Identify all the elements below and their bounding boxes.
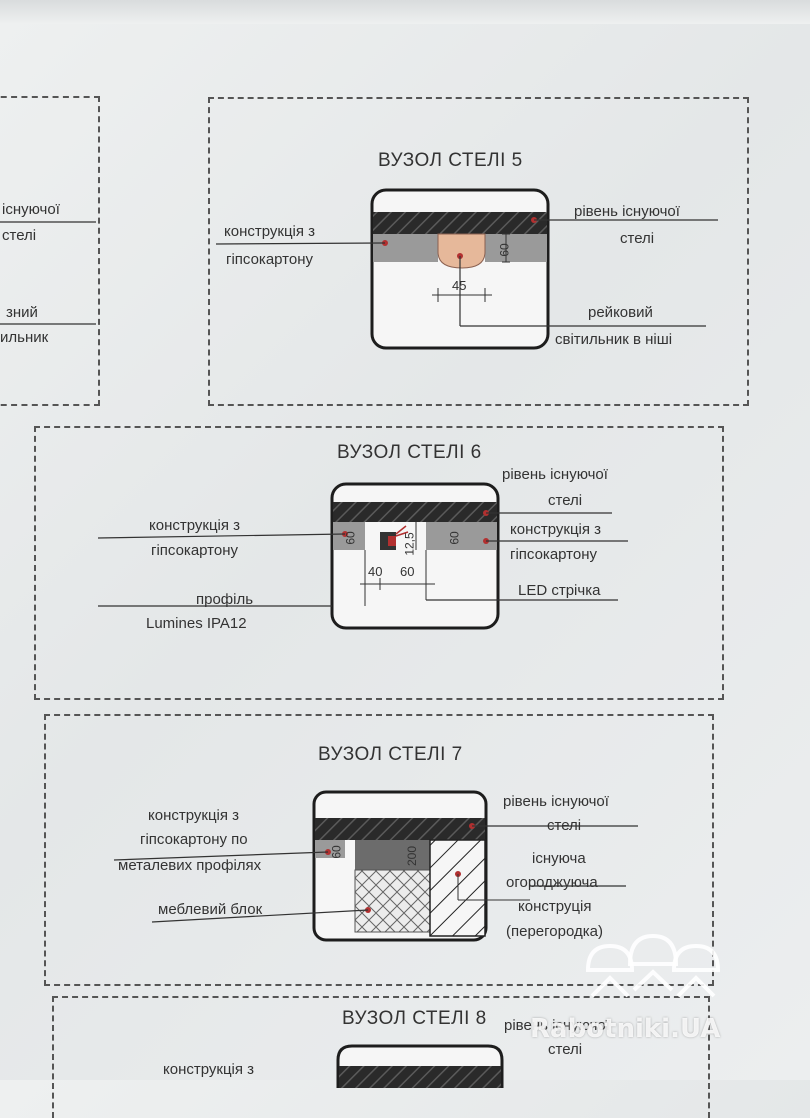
- node7-furniture: [354, 869, 431, 933]
- node6-gypsum-left: [333, 522, 365, 550]
- node7-title: ВУЗОЛ СТЕЛІ 7: [318, 744, 463, 765]
- node7-dim-200: 200: [405, 845, 420, 867]
- node8-label-left-1: конструкція з: [163, 1061, 255, 1078]
- node7-label-left-3: металевих профілях: [118, 857, 262, 874]
- node6-dim-125: 12,5: [402, 532, 417, 556]
- node7-label-furniture: меблевий блок: [158, 901, 263, 918]
- left-fragment-label-top-2: стелі: [2, 227, 37, 244]
- node5-slab: [373, 212, 547, 234]
- node6-title: ВУЗОЛ СТЕЛІ 6: [337, 442, 482, 463]
- node7-label-wall-1: існуюча: [532, 850, 586, 867]
- node7-gypsum-small: [315, 840, 345, 858]
- node7-label-wall-3: конструція: [518, 898, 592, 915]
- node5-label-left-1: конструкція з: [224, 223, 316, 240]
- node8-detail-drawing: [336, 1044, 504, 1088]
- left-fragment-label-bot-2: ильник: [0, 329, 49, 346]
- node7-slab: [315, 818, 485, 840]
- node5-label-right-2: стелі: [620, 230, 655, 247]
- page-top-edge: [0, 0, 810, 24]
- node5-fixture: [437, 233, 486, 269]
- node6-led-strip: [388, 536, 396, 546]
- node7-label-left-2: гіпсокартону по: [140, 831, 248, 848]
- node6-dim-right-60: 60: [447, 531, 462, 545]
- node6-label-led: LED стрічка: [518, 582, 601, 599]
- left-fragment-label-bot-1: зний: [6, 304, 38, 321]
- node5-dim-height: 60: [497, 243, 512, 257]
- node6-label-profile-1: профіль: [196, 591, 254, 608]
- node6-label-right-top-2: стелі: [548, 492, 583, 509]
- node6-label-profile-2: Lumines IPA12: [146, 615, 247, 632]
- node6-frame: [34, 426, 724, 700]
- three-workers-helmet-icon: [585, 933, 721, 998]
- node6-label-left-2: гіпсокартону: [151, 542, 239, 559]
- node6-dim-left-60: 60: [343, 531, 358, 545]
- node6-gypsum-right: [426, 522, 497, 550]
- node5-gypsum-left: [373, 234, 438, 262]
- node5-label-right-1: рівень існуючої: [574, 203, 680, 220]
- watermark-text: Rabotniki.UA: [530, 1014, 721, 1044]
- node8-label-right-1: рівень існуючої: [504, 1017, 610, 1034]
- node7-dim-60: 60: [329, 845, 344, 859]
- node8-label-right-2: стелі: [548, 1041, 583, 1058]
- node8-title: ВУЗОЛ СТЕЛІ 8: [342, 1008, 487, 1029]
- node7-detail-drawing: [113, 790, 638, 942]
- node5-label-bottom-1: рейковий: [588, 304, 653, 321]
- node5-title: ВУЗОЛ СТЕЛІ 5: [378, 150, 523, 171]
- node5-dim-width: 45: [452, 278, 467, 293]
- node5-label-bottom-2: світильник в ніші: [555, 331, 673, 348]
- node5-label-left-2: гіпсокартону: [226, 251, 314, 268]
- node6-light-rays: [395, 525, 409, 537]
- left-fragment-leader-lines: [0, 221, 96, 325]
- node7-label-right-2: стелі: [547, 817, 582, 834]
- node6-dim-40: 40: [368, 564, 383, 579]
- node6-slab: [333, 502, 497, 522]
- node7-label-left-1: конструкція з: [148, 807, 240, 824]
- node7-frame: [44, 714, 714, 986]
- node5-detail-drawing: [215, 188, 718, 350]
- node6-label-left-1: конструкція з: [149, 517, 241, 534]
- node8-slab: [339, 1066, 501, 1088]
- node7-label-wall-2: огороджуюча: [506, 874, 598, 891]
- node7-gypsum-block: [355, 840, 430, 870]
- node7-label-right-1: рівень існуючої: [503, 793, 609, 810]
- left-fragment-frame: [0, 96, 100, 406]
- node5-frame: [208, 97, 749, 406]
- node6-detail-drawing: [97, 482, 628, 630]
- node6-label-right-top-1: рівень існуючої: [502, 466, 608, 483]
- node7-label-wall-4: (перегородка): [506, 923, 603, 940]
- node8-frame: [52, 996, 710, 1118]
- left-fragment-label-top-1: існуючої: [2, 201, 60, 218]
- node6-label-right-mid-2: гіпсокартону: [510, 546, 598, 563]
- node6-dim-60-bottom: 60: [400, 564, 415, 579]
- node5-gypsum-right: [485, 234, 547, 262]
- node6-label-right-mid-1: конструкція з: [510, 521, 602, 538]
